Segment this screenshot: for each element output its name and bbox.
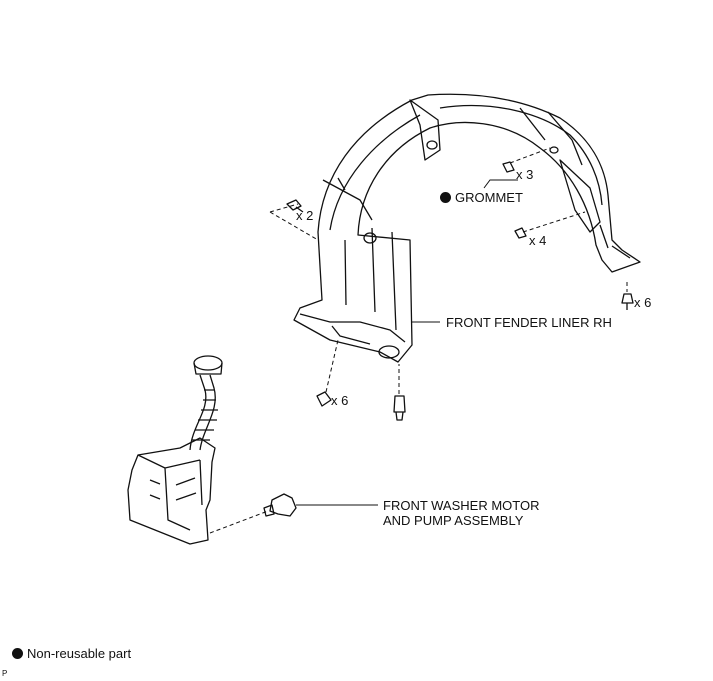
fender-liner-outline — [293, 93, 641, 363]
clip-center — [393, 395, 406, 421]
clip-right — [621, 293, 634, 310]
qty-bottom-clip: x 6 — [331, 393, 349, 408]
screw-side — [514, 227, 527, 239]
washer-pump-outline — [269, 493, 297, 517]
fender-liner-label: FRONT FENDER LINER RH — [446, 315, 612, 330]
clip-bottom — [316, 391, 332, 407]
qty-side-screw: x 4 — [529, 233, 547, 248]
grommet-label-text: GROMMET — [455, 190, 523, 205]
legend-text: Non-reusable part — [27, 646, 132, 661]
screw-grommet — [502, 161, 515, 173]
pump-label-line1: FRONT WASHER MOTOR — [383, 498, 540, 513]
qty-top-left-screw: x 2 — [296, 208, 314, 223]
qty-right-clip: x 6 — [634, 295, 652, 310]
legend: Non-reusable part — [12, 646, 131, 661]
corner-code: P — [2, 669, 8, 678]
non-reusable-marker-icon — [440, 192, 451, 203]
qty-grommet-screw: x 3 — [516, 167, 534, 182]
non-reusable-marker-icon — [12, 648, 23, 659]
pump-label-line2: AND PUMP ASSEMBLY — [383, 513, 524, 528]
screw-top-left — [286, 199, 304, 213]
grommet-label: GROMMET — [440, 190, 523, 205]
